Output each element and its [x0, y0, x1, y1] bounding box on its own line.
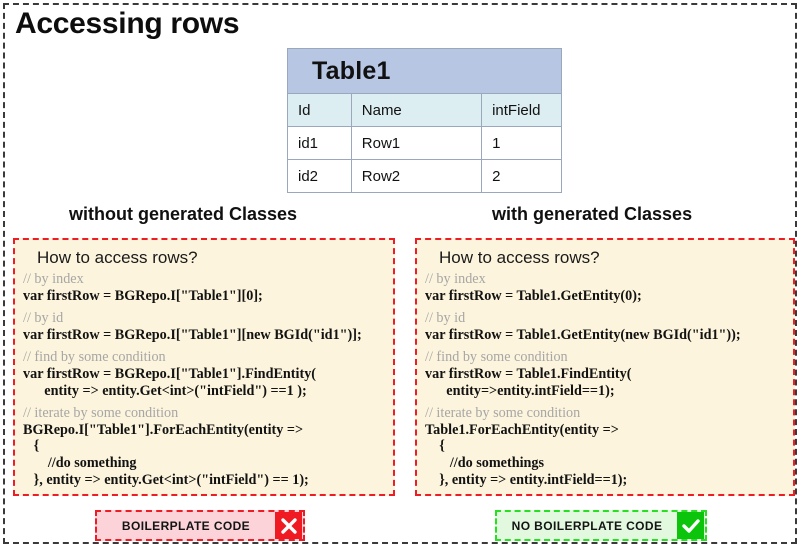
code-comment: // by id: [425, 310, 466, 327]
code-panel-without-generated-classes: How to access rows? // by index var firs…: [13, 238, 395, 496]
panel-title: How to access rows?: [37, 248, 198, 267]
slide-canvas: Accessing rows Table1 Id Name intField i…: [3, 3, 797, 544]
code-line: Table1.ForEachEntity(entity => { //do so…: [425, 421, 628, 488]
column-header-intfield: intField: [481, 93, 562, 127]
check-icon: [677, 512, 704, 539]
code-comment: // by index: [23, 271, 84, 287]
cell-name: Row1: [350, 126, 483, 160]
table-row: id2 Row2 2: [287, 159, 562, 193]
cell-intfield: 1: [481, 126, 562, 160]
section-heading-without-generated-classes: without generated Classes: [69, 204, 298, 224]
status-badge-boilerplate-code: BOILERPLATE CODE: [95, 510, 305, 541]
table-row: id1 Row1 1: [287, 126, 562, 160]
column-header-name: Name: [350, 93, 483, 127]
cell-id: id2: [287, 159, 352, 193]
cross-icon: [275, 512, 302, 539]
table-title-row: Table1: [287, 48, 562, 94]
code-line: var firstRow = Table1.GetEntity(0);: [425, 287, 642, 304]
status-badge-no-boilerplate-code: NO BOILERPLATE CODE: [495, 510, 707, 541]
section-heading-with-generated-classes: with generated Classes: [492, 204, 693, 224]
cell-id: id1: [287, 126, 352, 160]
code-line: var firstRow = Table1.FindEntity( entity…: [425, 365, 632, 399]
code-comment: // find by some condition: [23, 349, 166, 366]
code-comment: // iterate by some condition: [23, 405, 179, 422]
code-comment: // by id: [23, 310, 64, 327]
panel-title: How to access rows?: [439, 248, 600, 267]
code-comment: // find by some condition: [425, 349, 568, 366]
code-line: var firstRow = BGRepo.I["Table1"][0];: [23, 287, 263, 304]
table-header-row: Id Name intField: [287, 93, 562, 127]
code-line: var firstRow = BGRepo.I["Table1"][new BG…: [23, 326, 362, 343]
page-title: Accessing rows: [15, 7, 240, 40]
code-comment: // iterate by some condition: [425, 405, 581, 422]
data-table: Table1 Id Name intField id1 Row1 1 id2 R…: [287, 48, 562, 193]
table-name-cell: Table1: [287, 48, 562, 94]
badge-label: NO BOILERPLATE CODE: [511, 518, 663, 533]
code-line: var firstRow = BGRepo.I["Table1"].FindEn…: [23, 365, 317, 399]
code-panel-with-generated-classes: How to access rows? // by index var firs…: [415, 238, 795, 496]
cell-intfield: 2: [481, 159, 562, 193]
code-line: BGRepo.I["Table1"].ForEachEntity(entity …: [23, 421, 309, 488]
cell-name: Row2: [350, 159, 483, 193]
badge-label: BOILERPLATE CODE: [121, 518, 251, 533]
code-line: var firstRow = Table1.GetEntity(new BGId…: [425, 326, 741, 343]
code-comment: // by index: [425, 271, 486, 287]
column-header-id: Id: [287, 93, 352, 127]
